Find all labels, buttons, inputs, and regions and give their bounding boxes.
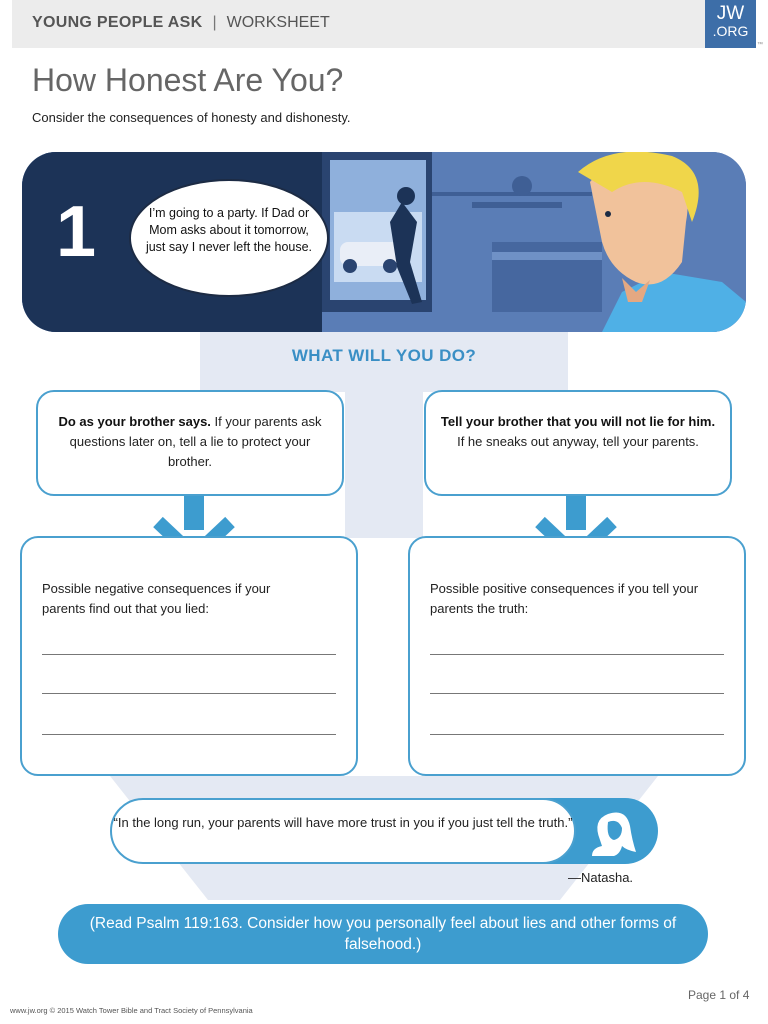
write-line-1[interactable] xyxy=(430,654,724,655)
header-bar: YOUNG PEOPLE ASK | WORKSHEET xyxy=(12,0,756,48)
page-title: How Honest Are You? xyxy=(32,62,344,98)
choice-lie-bold: Do as your brother says. xyxy=(58,414,211,429)
choice-truth-bold: Tell your brother that you will not lie … xyxy=(440,414,716,429)
quote-text: “In the long run, your parents will have… xyxy=(110,798,576,864)
negative-consequences-box: Possible negative consequences if your p… xyxy=(20,536,358,776)
series-name: YOUNG PEOPLE ASK xyxy=(32,14,203,31)
positive-consequences-box: Possible positive consequences if you te… xyxy=(408,536,746,776)
person-silhouette-icon xyxy=(592,812,636,856)
scenario-number: 1 xyxy=(56,192,97,272)
choice-truth-box: Tell your brother that you will not lie … xyxy=(424,390,732,496)
choice-truth-text: If he sneaks out anyway, tell your paren… xyxy=(457,434,699,449)
jw-org-logo[interactable]: JW .ORG xyxy=(705,0,756,48)
choice-lie-box: Do as your brother says. If your parents… xyxy=(36,390,344,496)
header-separator: | xyxy=(212,14,217,31)
choice-lie-text: If your parents ask questions later on, … xyxy=(69,414,322,469)
negative-consequences-prompt: Possible negative consequences if your p… xyxy=(42,581,271,616)
speech-bubble: I’m going to a party. If Dad or Mom asks… xyxy=(129,179,329,297)
spine-middle xyxy=(345,392,423,538)
worksheet-label: WORKSHEET xyxy=(226,14,330,31)
footer-copyright: www.jw.org © 2015 Watch Tower Bible and … xyxy=(10,1006,253,1015)
quote-panel: “In the long run, your parents will have… xyxy=(110,798,658,864)
write-line-1[interactable] xyxy=(42,654,336,655)
trademark-mark: ™ xyxy=(757,42,763,48)
logo-org: .ORG xyxy=(712,23,749,39)
page-subtitle: Consider the consequences of honesty and… xyxy=(32,110,351,125)
question-heading: WHAT WILL YOU DO? xyxy=(291,346,477,365)
spine-top xyxy=(200,332,568,392)
scenario-illustration: 1 I’m going to a party. If Dad or Mom as… xyxy=(22,152,746,332)
page-number: Page 1 of 4 xyxy=(688,988,750,1002)
reading-prompt: (Read Psalm 119:163. Consider how you pe… xyxy=(58,904,708,964)
write-line-2[interactable] xyxy=(430,693,724,694)
write-line-2[interactable] xyxy=(42,693,336,694)
quote-attribution: —Natasha. xyxy=(568,870,634,885)
logo-jw: JW xyxy=(716,3,745,24)
positive-consequences-prompt: Possible positive consequences if you te… xyxy=(430,581,699,616)
write-line-3[interactable] xyxy=(430,734,724,735)
header-label: YOUNG PEOPLE ASK | WORKSHEET xyxy=(32,14,330,32)
write-line-3[interactable] xyxy=(42,734,336,735)
